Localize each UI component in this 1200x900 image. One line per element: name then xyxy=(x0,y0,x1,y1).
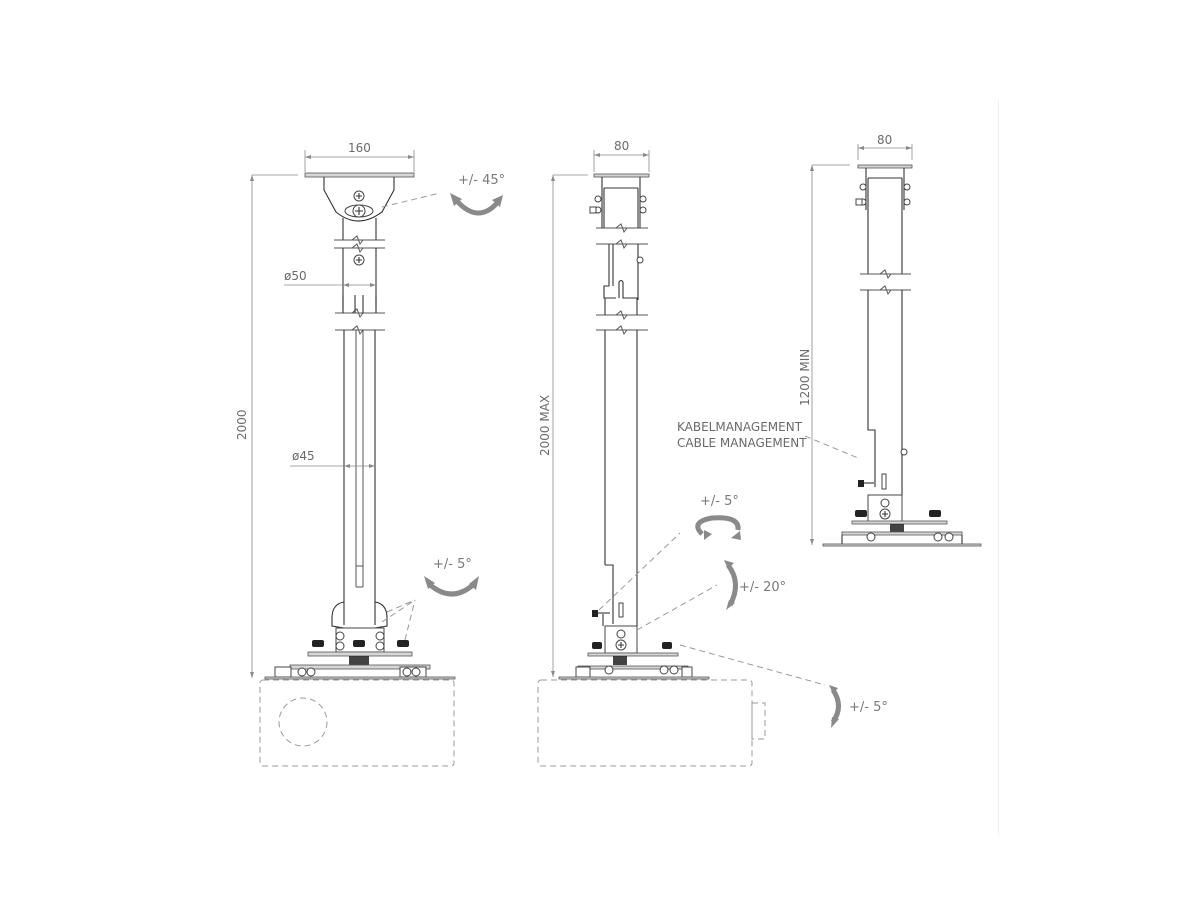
bottom-tilt-angle-label: +/- 5° xyxy=(433,557,472,572)
side-view xyxy=(537,150,841,767)
upper-tube-diameter-label: ø50 xyxy=(284,269,307,283)
side-max-height-label: 2000 MAX xyxy=(538,394,552,456)
side-view-min xyxy=(804,144,982,547)
min-height-label: 1200 MIN xyxy=(798,348,812,406)
lower-tube-diameter-label: ø45 xyxy=(292,449,315,463)
side-plate-width-label: 80 xyxy=(614,139,630,153)
min-plate-width-label: 80 xyxy=(877,133,893,147)
front-view xyxy=(250,150,503,767)
swivel-angle-label: +/- 5° xyxy=(700,494,739,509)
roll-angle-label: +/- 5° xyxy=(849,700,888,715)
top-tilt-angle-label: +/- 45° xyxy=(458,173,506,188)
front-plate-width-label: 160 xyxy=(348,141,371,155)
cable-management-label-de: KABELMANAGEMENT xyxy=(677,420,803,434)
page-divider-line xyxy=(998,100,999,835)
front-total-height-label: 2000 xyxy=(235,409,249,440)
cable-management-label-en: CABLE MANAGEMENT xyxy=(677,436,807,450)
tilt-angle-label: +/- 20° xyxy=(739,580,787,595)
